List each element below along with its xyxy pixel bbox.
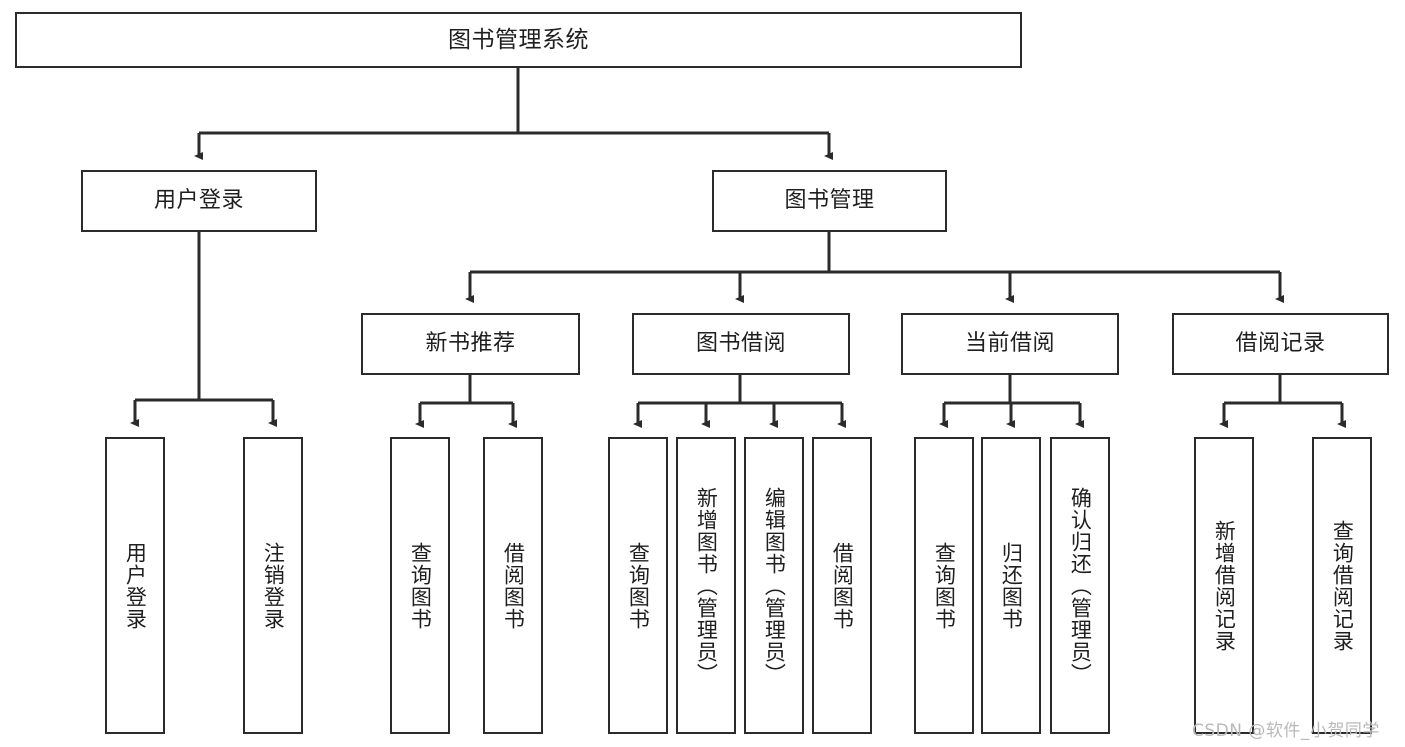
node-leaf-current-confirm-return[interactable]: 确认归还（管理员）	[1050, 437, 1110, 734]
node-leaf-borrow-edit-book[interactable]: 编辑图书（管理员）	[744, 437, 804, 734]
node-label: 新书推荐	[425, 331, 516, 357]
node-new-book-recommend[interactable]: 新书推荐	[361, 313, 580, 375]
node-label: 注销登录	[261, 541, 286, 630]
node-label: 图书管理	[784, 188, 875, 214]
node-leaf-borrow-query-book[interactable]: 查询图书	[608, 437, 668, 734]
node-current-borrow[interactable]: 当前借阅	[901, 313, 1119, 375]
node-label: 编辑图书（管理员）	[762, 486, 787, 685]
node-leaf-current-return-book[interactable]: 归还图书	[981, 437, 1041, 734]
node-label: 新增借阅记录	[1212, 519, 1237, 652]
node-leaf-current-query-book[interactable]: 查询图书	[914, 437, 974, 734]
node-leaf-recommend-query-book[interactable]: 查询图书	[390, 437, 450, 734]
node-leaf-user-logout[interactable]: 注销登录	[243, 437, 303, 734]
node-leaf-user-login[interactable]: 用户登录	[105, 437, 165, 734]
node-label: 查询图书	[932, 541, 957, 630]
node-label: 借阅图书	[501, 541, 526, 630]
node-leaf-recommend-borrow-book[interactable]: 借阅图书	[483, 437, 543, 734]
node-label: 图书管理系统	[448, 26, 589, 53]
node-leaf-record-add[interactable]: 新增借阅记录	[1194, 437, 1254, 734]
node-label: 借阅记录	[1235, 331, 1326, 357]
node-label: 归还图书	[999, 541, 1024, 630]
node-label: 查询借阅记录	[1330, 519, 1355, 652]
node-book-borrow[interactable]: 图书借阅	[632, 313, 850, 375]
node-user-login[interactable]: 用户登录	[81, 170, 317, 232]
node-root-system[interactable]: 图书管理系统	[15, 12, 1022, 68]
node-label: 查询图书	[408, 541, 433, 630]
node-label: 新增图书（管理员）	[694, 486, 719, 685]
node-label: 当前借阅	[964, 331, 1055, 357]
node-label: 用户登录	[153, 188, 244, 214]
node-leaf-record-query[interactable]: 查询借阅记录	[1312, 437, 1372, 734]
node-label: 确认归还（管理员）	[1068, 486, 1093, 685]
node-leaf-borrow-borrow-book[interactable]: 借阅图书	[812, 437, 872, 734]
node-label: 查询图书	[626, 541, 651, 630]
node-borrow-record[interactable]: 借阅记录	[1172, 313, 1389, 375]
node-leaf-borrow-add-book[interactable]: 新增图书（管理员）	[676, 437, 736, 734]
node-book-management[interactable]: 图书管理	[712, 170, 947, 232]
node-label: 图书借阅	[695, 331, 786, 357]
node-label: 用户登录	[123, 541, 148, 630]
node-label: 借阅图书	[830, 541, 855, 630]
